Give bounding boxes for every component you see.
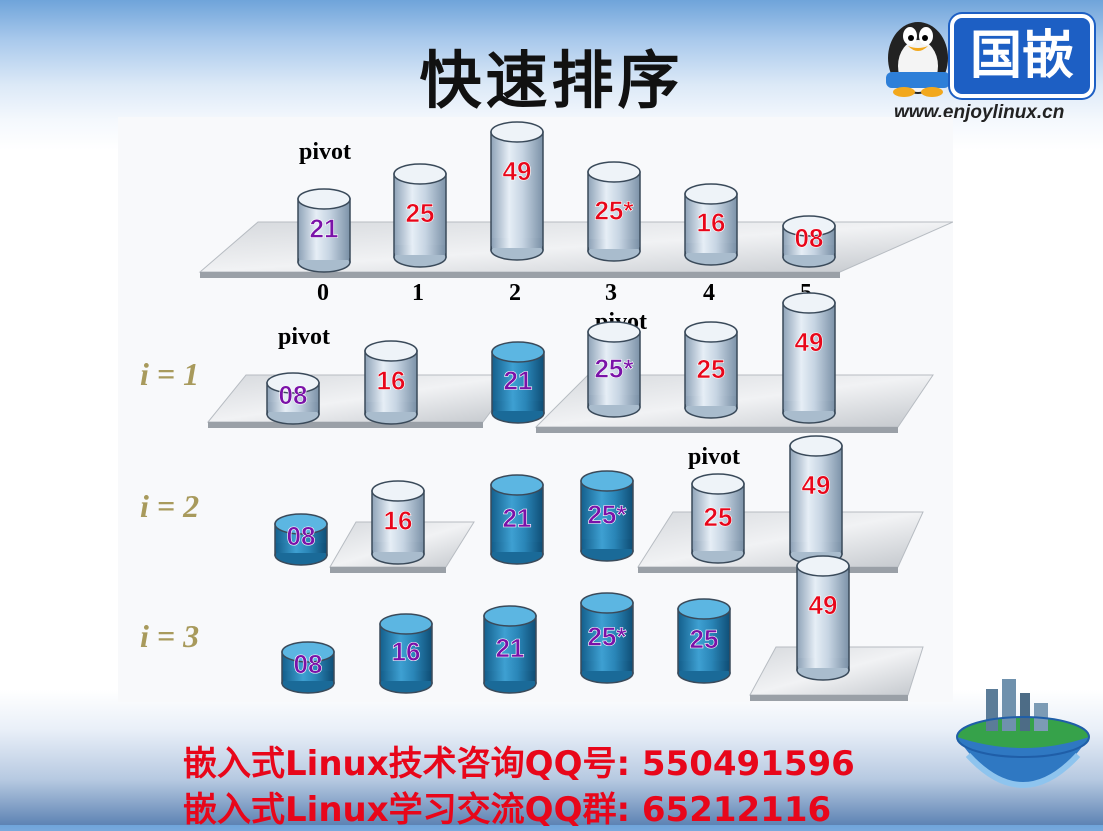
- cylinder-0-4: 16: [684, 183, 738, 266]
- cylinder-2-2: 21: [490, 474, 544, 565]
- footer-qq-group: 嵌入式Linux学习交流QQ群: 65212116: [183, 790, 832, 830]
- penguin-icon: [886, 22, 950, 97]
- cylinder-0-1: 25: [393, 163, 447, 268]
- cylinder-1-3: 25*: [587, 321, 641, 418]
- cylinder-value: 25*: [587, 500, 627, 530]
- platform-edge: [536, 427, 898, 433]
- cylinder-3-2: 21: [483, 605, 537, 694]
- platform-slab: [637, 511, 924, 568]
- iteration-label: i = 3: [140, 618, 199, 654]
- platform-edge: [330, 567, 446, 573]
- cylinder-value: 25*: [594, 353, 634, 383]
- cylinder-value: 49: [503, 156, 532, 186]
- cylinder-3-0: 08: [281, 641, 335, 694]
- cylinder-value: 21: [496, 633, 525, 663]
- cylinder-3-4: 25: [677, 598, 731, 684]
- cylinder-1-4: 25: [684, 321, 738, 419]
- cylinder-value: 08: [279, 380, 308, 410]
- cylinder-0-5: 08: [782, 215, 836, 268]
- cylinder-value: 25: [697, 354, 726, 384]
- cylinder-1-0: 08: [266, 372, 320, 425]
- pivot-label: pivot: [688, 444, 740, 470]
- cylinder-0-2: 49: [490, 121, 544, 261]
- cylinder-0-0: 21: [297, 188, 351, 273]
- cylinder-value: 21: [503, 503, 532, 533]
- cylinder-2-5: 49: [789, 435, 843, 565]
- cylinder-3-5: 49: [796, 555, 850, 681]
- cylinder-value: 25*: [587, 622, 627, 652]
- index-label: 0: [317, 280, 329, 306]
- iteration-label: i = 1: [140, 356, 199, 392]
- platform-edge: [208, 422, 483, 428]
- cylinder-3-1: 16: [379, 613, 433, 694]
- cylinder-value: 08: [287, 521, 316, 551]
- cylinder-2-1: 16: [371, 480, 425, 565]
- cylinder-0-3: 25*: [587, 161, 641, 262]
- cylinder-value: 25: [704, 502, 733, 532]
- quicksort-diagram: 012345pivotpivotpivotpivoti = 1i = 2i = …: [118, 117, 953, 702]
- pivot-label: pivot: [299, 139, 351, 165]
- pivot-label: pivot: [278, 324, 330, 350]
- platform-edge: [638, 567, 898, 573]
- cylinder-value: 08: [294, 649, 323, 679]
- cylinder-value: 16: [384, 506, 413, 536]
- cylinder-value: 25: [406, 198, 435, 228]
- cylinder-value: 16: [377, 366, 406, 396]
- cylinder-value: 49: [795, 327, 824, 357]
- index-label: 2: [509, 280, 521, 306]
- index-label: 4: [703, 280, 715, 306]
- cylinder-value: 25*: [594, 195, 634, 225]
- index-label: 3: [605, 280, 617, 306]
- cylinder-1-2: 21: [491, 341, 545, 424]
- cylinder-2-0: 08: [274, 513, 328, 566]
- slide-title: 快速排序: [419, 44, 684, 117]
- cylinder-value: 25: [690, 624, 719, 654]
- platform-edge: [200, 272, 840, 278]
- platform-edge: [750, 695, 908, 701]
- footer-qq-consult: 嵌入式Linux技术咨询QQ号: 550491596: [183, 744, 855, 784]
- cylinder-value: 49: [802, 470, 831, 500]
- iteration-label: i = 2: [140, 488, 199, 524]
- cylinder-2-3: 25*: [580, 470, 634, 562]
- cylinder-3-3: 25*: [580, 592, 634, 684]
- cylinder-2-4: 25: [691, 473, 745, 564]
- cylinder-value: 49: [809, 590, 838, 620]
- cylinder-value: 16: [392, 636, 421, 666]
- cylinder-value: 21: [310, 214, 339, 244]
- brand-name: 国嵌: [950, 14, 1094, 98]
- index-label: 1: [412, 280, 424, 306]
- cylinder-1-1: 16: [364, 340, 418, 425]
- brand-logo: 国嵌 www.enjoylinux.cn: [880, 6, 1095, 124]
- cylinder-value: 16: [697, 208, 726, 238]
- platform-slab: [206, 374, 519, 423]
- cylinder-1-5: 49: [782, 292, 836, 424]
- cylinder-value: 21: [504, 366, 533, 396]
- city-globe-image: [956, 679, 1090, 788]
- cylinder-value: 08: [795, 223, 824, 253]
